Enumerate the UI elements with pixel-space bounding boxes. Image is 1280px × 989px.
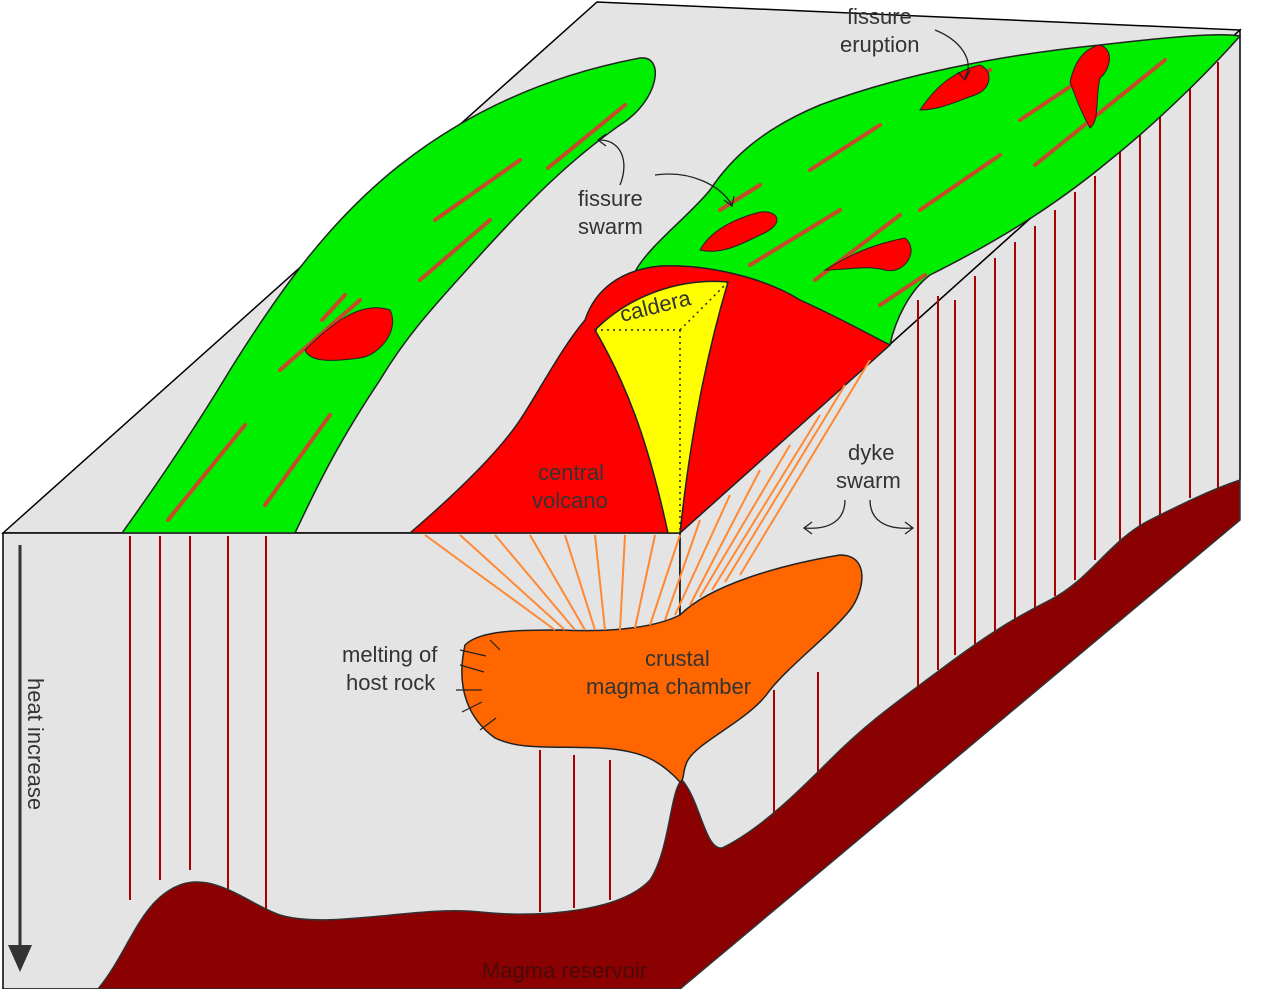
label-heat-increase: heat increase xyxy=(23,678,48,810)
label-central-volcano-2: volcano xyxy=(532,488,608,513)
crustal-magma-chamber xyxy=(461,554,863,783)
label-fissure-swarm-1: fissure xyxy=(578,186,643,211)
melting-arrows xyxy=(456,639,501,731)
fissure-zone-left xyxy=(120,57,656,534)
label-melting-host-rock-1: melting of xyxy=(342,642,438,667)
fissure-lines xyxy=(166,58,1167,522)
caldera xyxy=(594,280,729,534)
lava-flows xyxy=(304,44,1110,361)
radial-dykes xyxy=(424,359,871,631)
label-central-volcano-1: central xyxy=(538,460,604,485)
label-fissure-eruption-1: fissure xyxy=(847,4,912,29)
label-fissure-eruption-2: eruption xyxy=(840,32,920,57)
annotation-arrows xyxy=(596,29,971,535)
label-dyke-swarm-2: swarm xyxy=(836,468,901,493)
label-fissure-swarm-2: swarm xyxy=(578,214,643,239)
label-magma-reservoir: Magma reservoir xyxy=(482,958,647,983)
magma-reservoir xyxy=(97,478,1241,989)
label-crustal-magma-chamber-1: crustal xyxy=(645,646,710,671)
vertical-dykes xyxy=(129,62,1219,912)
label-crustal-magma-chamber-2: magma chamber xyxy=(586,674,751,699)
heat-arrow-head xyxy=(8,945,32,972)
label-melting-host-rock-2: host rock xyxy=(346,670,436,695)
label-dyke-swarm-1: dyke xyxy=(848,440,894,465)
